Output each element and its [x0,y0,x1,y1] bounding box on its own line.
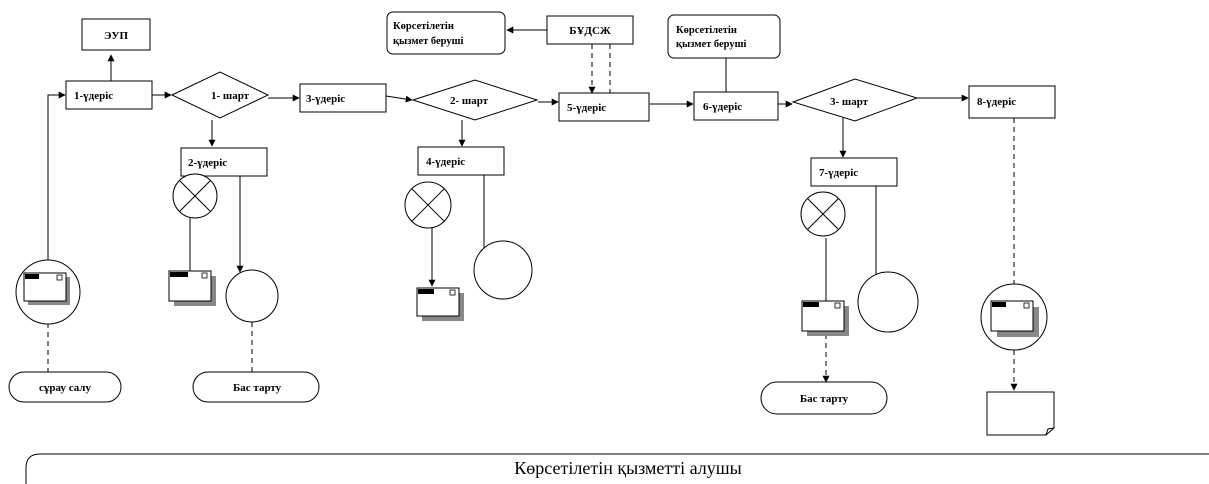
refuse1-terminal [192,371,320,403]
output-document-icon [986,391,1055,436]
step2-label: 2-үдеріс [188,157,227,169]
cond1-label: 1- шарт [211,90,250,102]
bud-label: БҰДСЖ [569,25,611,37]
bud-box [546,15,634,45]
recipient-label: Көрсетілетін қызметті алушы [514,458,741,478]
step7-label: 7-үдеріс [819,167,858,179]
provider-b-label-1: Көрсетілетін [676,25,737,36]
computer-icon [801,300,849,336]
reject-x-icon [172,173,218,219]
provider-a-label-2: қызмет беруші [393,36,464,47]
step8-label: 8-үдеріс [977,96,1016,108]
eup-box [81,18,151,51]
step1-label: 1-үдеріс [74,90,113,102]
provider-a-box [386,11,506,55]
cond1-diamond [170,71,270,119]
apply-terminal [8,371,122,403]
eup-label: ЭУП [104,30,129,42]
step5-label: 5-үдеріс [567,102,606,114]
dashed-connectors [47,44,1018,391]
provider-b-box [667,14,781,59]
refuse1-terminal-label: Бас тарту [233,382,282,394]
step8-box [968,85,1056,119]
step3-box [299,83,387,113]
computer-icon [416,287,464,321]
computer-icon [23,272,70,305]
cond3-label: 3- шарт [830,96,869,108]
step6-box [693,91,779,121]
step5-box [558,92,650,122]
apply-terminal-label: сұрау салу [39,382,91,394]
step7-result-circle [857,271,919,333]
recipient-swimlane [25,453,1209,484]
computer-icon [168,270,216,306]
step2-box [180,147,268,177]
refuse2-terminal [760,381,888,415]
provider-b-label-2: қызмет беруші [676,39,747,50]
step3-label: 3-үдеріс [306,93,345,105]
refuse1-circle [225,269,279,323]
cond2-diamond [411,79,539,121]
arrow-step3-to-cond2 [385,95,413,103]
step4-label: 4-үдеріс [426,156,465,168]
connectors [47,26,969,323]
provider-a-label-1: Көрсетілетін [393,21,454,32]
cond3-diamond [791,78,919,122]
document-fold [1045,427,1055,436]
step4-box [417,146,505,176]
reject-x-icon [404,181,452,229]
step1-box [65,80,153,110]
step4-result-circle [473,240,533,300]
reject-x-icon [800,191,846,237]
cond2-label: 2- шарт [450,95,489,107]
step7-box [810,157,898,187]
computer-icon [990,300,1039,337]
refuse2-terminal-label: Бас тарту [800,393,849,405]
step6-label: 6-үдеріс [703,101,742,113]
arrow-apply-to-step1 [47,91,66,260]
